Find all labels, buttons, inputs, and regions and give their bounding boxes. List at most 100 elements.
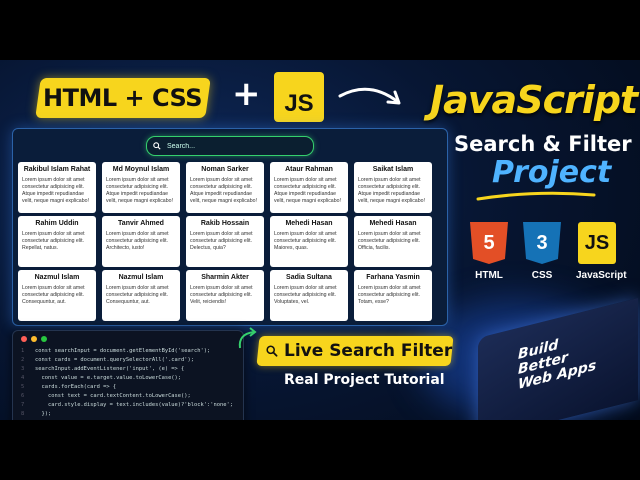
line-number: 6: [21, 393, 25, 399]
code-text: cards.forEach(card => {: [35, 384, 117, 390]
minimize-dot-icon: [31, 336, 37, 342]
code-line: 2 const cards = document.querySelectorAll…: [21, 356, 233, 365]
code-text: card.style.display = text.includes(value…: [35, 402, 233, 408]
line-number: 8: [21, 411, 25, 417]
card-text: Lorem ipsum dolor sit amet consectetur a…: [106, 285, 169, 305]
card-text: Lorem ipsum dolor sit amet consectetur a…: [106, 231, 169, 251]
card-name: Rakibul Islam Rahat: [23, 166, 91, 173]
card-name: Md Moynul Islam: [112, 166, 170, 173]
card-text: Lorem ipsum dolor sit amet consectetur a…: [106, 177, 173, 204]
live-search-label: Live Search Filter: [283, 341, 452, 361]
card-text: Lorem ipsum dolor sit amet consectetur a…: [274, 231, 337, 251]
card-name: Sharmin Akter: [201, 274, 249, 281]
close-dot-icon: [21, 336, 27, 342]
title-project: Project: [492, 155, 612, 190]
card-name: Rahim Uddin: [35, 220, 79, 227]
code-line: 8 });: [21, 410, 233, 419]
search-bar[interactable]: [146, 136, 314, 156]
window-controls: [21, 336, 47, 342]
magnifier-icon: [266, 345, 278, 357]
css-logo: 3 CSS: [521, 222, 563, 281]
card-text: Lorem ipsum dolor sit amet consectetur a…: [22, 177, 89, 204]
css-label: CSS: [531, 270, 553, 281]
arrow-icon: [338, 87, 401, 105]
card-name: Nazmul Islam: [34, 274, 80, 281]
code-text: const searchInput = document.getElementB…: [35, 348, 211, 354]
javascript-logo: JS JavaScript: [576, 222, 627, 281]
card-text: Lorem ipsum dolor sit amet consectetur a…: [274, 285, 337, 305]
code-block: 1 const searchInput = document.getElement…: [21, 347, 233, 428]
card-text: Lorem ipsum dolor sit amet consectetur a…: [190, 177, 257, 204]
live-search-badge: Live Search Filter: [256, 336, 454, 366]
code-text: });: [35, 411, 52, 417]
javascript-label: JavaScript: [576, 270, 627, 281]
html-logo: 5 HTML: [468, 222, 510, 281]
plus-sign: +: [232, 74, 261, 114]
card-name: Rakib Hossain: [200, 220, 250, 227]
code-text: const text = card.textContent.toLowerCas…: [35, 393, 191, 399]
html-css-badge: HTML + CSS: [35, 78, 211, 118]
code-line: 7 card.style.display = text.includes(val…: [21, 401, 233, 410]
title-javascript: JavaScript: [430, 78, 638, 122]
card-text: Lorem ipsum dolor sit amet consectetur a…: [22, 231, 85, 251]
code-text: const value = e.target.value.toLowerCase…: [35, 375, 182, 381]
line-number: 5: [21, 384, 25, 390]
html5-icon: 5: [470, 222, 508, 264]
card-name: Mehedi Hasan: [285, 220, 333, 227]
code-line: 3 searchInput.addEventListener('input', (…: [21, 365, 233, 374]
title-underline: [476, 191, 596, 201]
maximize-dot-icon: [41, 336, 47, 342]
card-text: Lorem ipsum dolor sit amet consectetur a…: [358, 285, 421, 305]
line-number: 3: [21, 366, 25, 372]
card-text: Lorem ipsum dolor sit amet consectetur a…: [22, 285, 85, 305]
card-name: Ataur Rahman: [285, 166, 333, 173]
js-icon: JS: [578, 222, 616, 264]
line-number: 4: [21, 375, 25, 381]
card-text: Lorem ipsum dolor sit amet consectetur a…: [190, 285, 253, 305]
js-badge: JS: [274, 72, 324, 122]
letterbox-bottom: [0, 420, 640, 480]
card-name: Nazmul Islam: [118, 274, 164, 281]
card-name: Mehedi Hasan: [369, 220, 417, 227]
search-input[interactable]: [165, 141, 299, 151]
title-search-filter: Search & Filter: [454, 132, 632, 156]
code-text: const cards = document.querySelectorAll(…: [35, 357, 195, 363]
card-text: Lorem ipsum dolor sit amet consectetur a…: [358, 177, 425, 204]
css3-icon: 3: [523, 222, 561, 264]
card-text: Lorem ipsum dolor sit amet consectetur a…: [358, 231, 421, 251]
card-name: Sadia Sultana: [286, 274, 332, 281]
code-line: 1 const searchInput = document.getElement…: [21, 347, 233, 356]
line-number: 7: [21, 402, 25, 408]
line-number: 2: [21, 357, 25, 363]
swirl-arrow-icon: [238, 327, 257, 349]
letterbox-top: [0, 0, 640, 60]
card-name: Tanvir Ahmed: [118, 220, 164, 227]
real-project-subtitle: Real Project Tutorial: [284, 372, 445, 388]
card-name: Farhana Yasmin: [366, 274, 420, 281]
code-line: 4 const value = e.target.value.toLowerCa…: [21, 374, 233, 383]
html-label: HTML: [475, 270, 503, 281]
code-text: searchInput.addEventListener('input', (e…: [35, 366, 185, 372]
laptop-text: Build Better Web Apps: [518, 328, 596, 393]
card-text: Lorem ipsum dolor sit amet consectetur a…: [274, 177, 341, 204]
code-line: 5 cards.forEach(card => {: [21, 383, 233, 392]
card-name: Saikat Islam: [372, 166, 414, 173]
line-number: 1: [21, 348, 25, 354]
card-text: Lorem ipsum dolor sit amet consectetur a…: [190, 231, 253, 251]
